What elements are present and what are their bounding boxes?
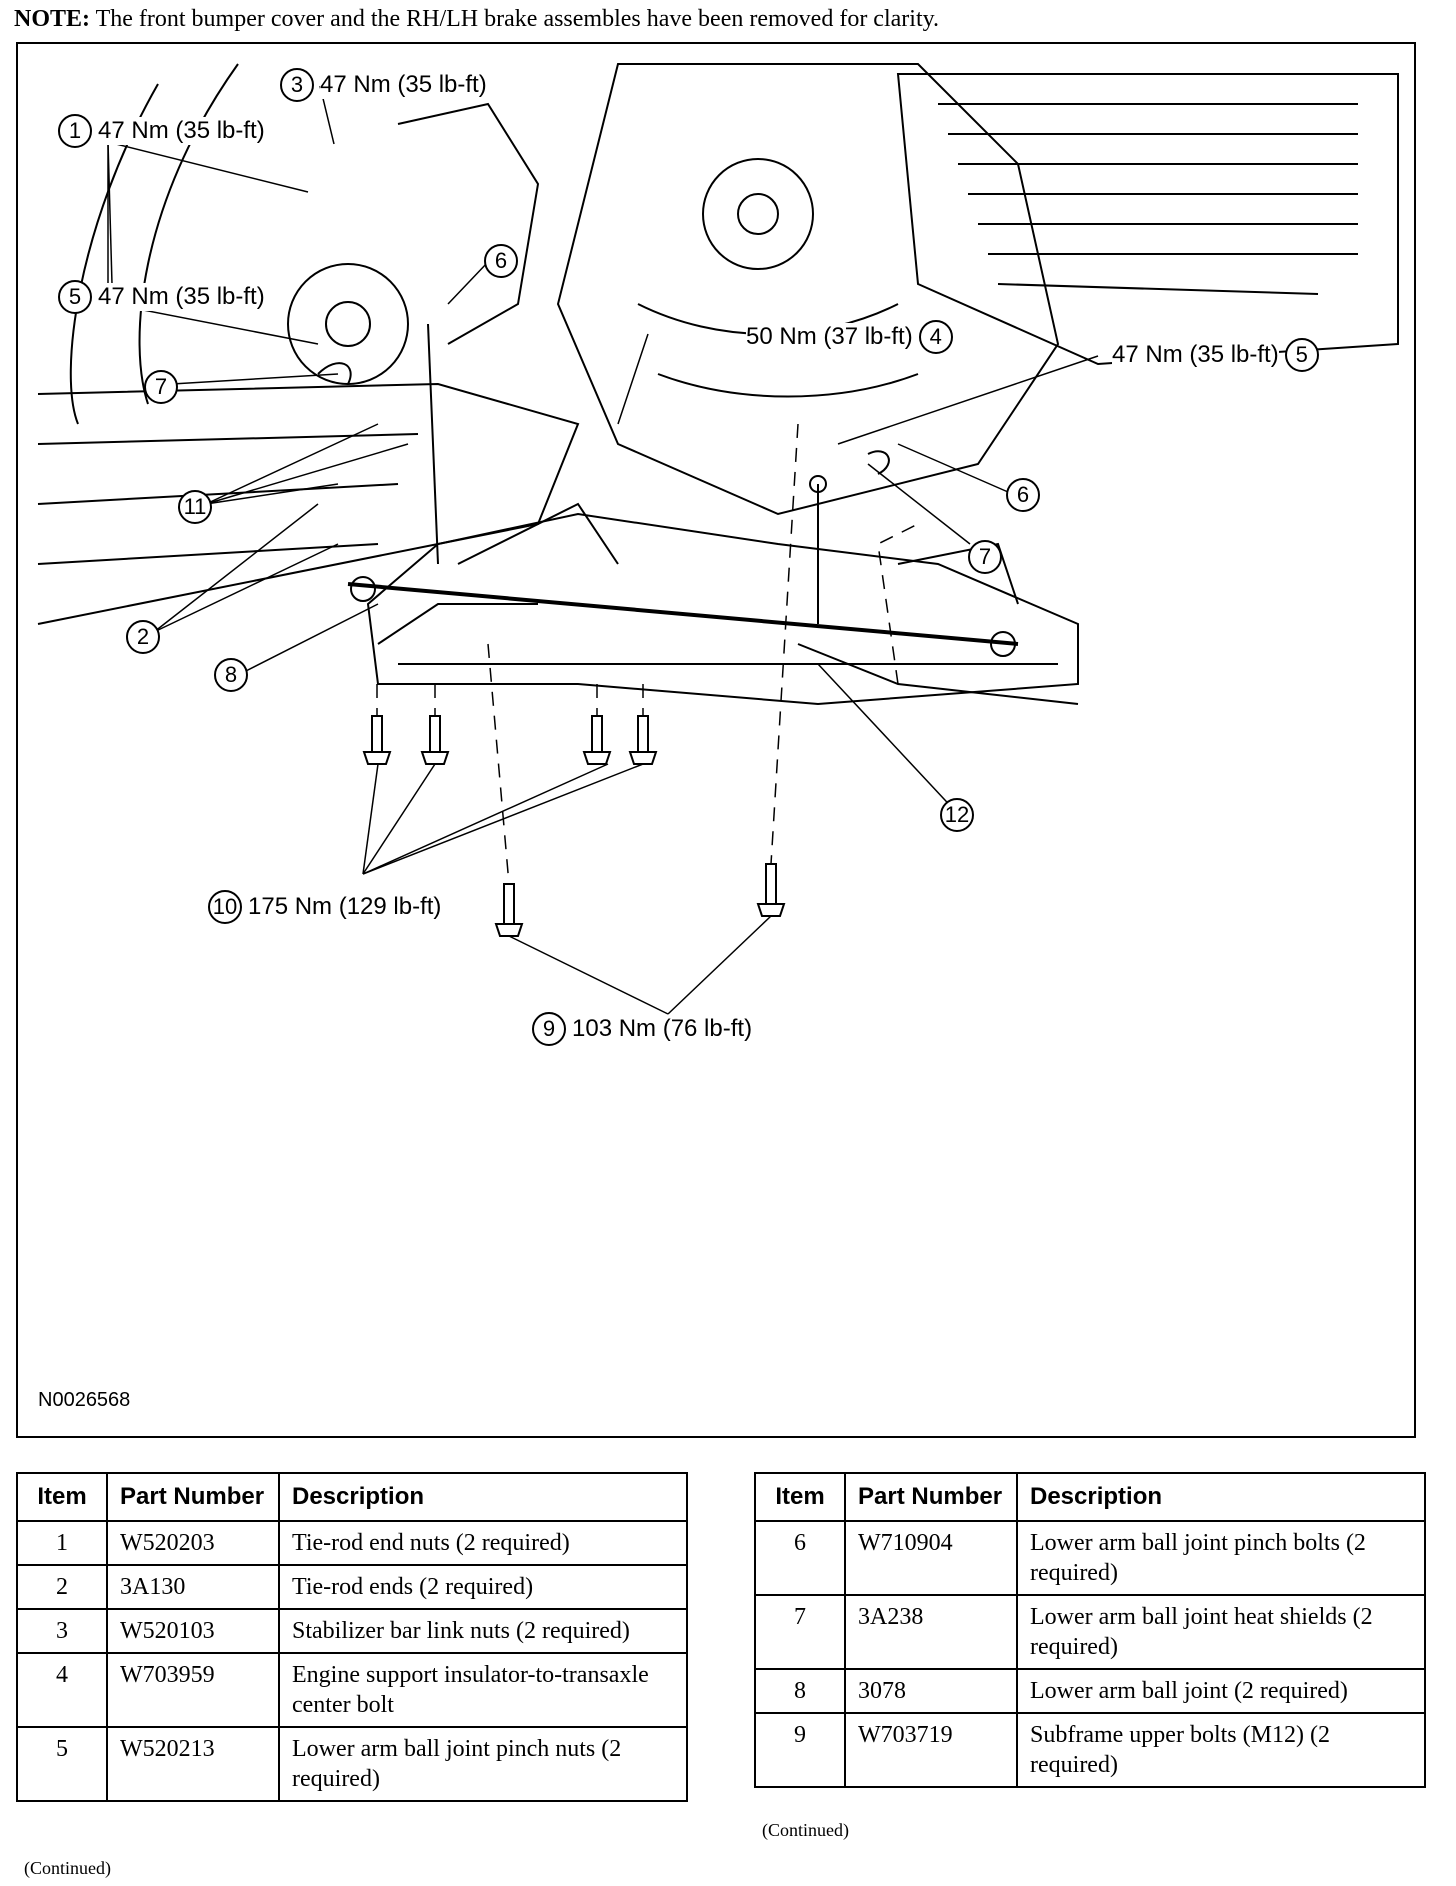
continued-right: (Continued)	[762, 1820, 849, 1840]
table-header-row: Item Part Number Description	[754, 1472, 1426, 1522]
part-number-cell: W703719	[844, 1712, 1018, 1788]
callout-number: 10	[208, 890, 242, 924]
callout-number: 5	[1284, 338, 1319, 372]
callout-torque: 47 Nm (35 lb-ft)	[1112, 341, 1279, 369]
header-item: Item	[754, 1472, 846, 1522]
note-label: NOTE:	[14, 6, 91, 32]
part-number-cell: 3A130	[106, 1564, 280, 1610]
callout-8: 8	[214, 658, 254, 692]
note: NOTE: The front bumper cover and the RH/…	[14, 6, 939, 33]
callout-7: 7	[144, 370, 184, 404]
description-cell: Lower arm ball joint pinch nuts (2 requi…	[278, 1726, 688, 1802]
callout-torque: 47 Nm (35 lb-ft)	[98, 283, 265, 311]
callout-number: 5	[58, 280, 92, 314]
description-cell: Stabilizer bar link nuts (2 required)	[278, 1608, 688, 1654]
table-header-row: Item Part Number Description	[16, 1472, 688, 1522]
callout-number: 4	[918, 320, 953, 354]
callout-torque: 103 Nm (76 lb-ft)	[572, 1015, 753, 1043]
header-part-number: Part Number	[106, 1472, 280, 1522]
item-cell: 9	[754, 1712, 846, 1788]
item-cell: 8	[754, 1668, 846, 1714]
part-number-cell: W703959	[106, 1652, 280, 1728]
left-rail	[37, 382, 580, 625]
callout-torque: 50 Nm (37 lb-ft)	[746, 323, 913, 351]
item-cell: 4	[16, 1652, 108, 1728]
callout-2: 2	[126, 620, 166, 654]
engine-outline	[556, 63, 1060, 516]
header-part-number: Part Number	[844, 1472, 1018, 1522]
lower-arm-left	[377, 603, 538, 645]
item-cell: 2	[16, 1564, 108, 1610]
continued-left: (Continued)	[24, 1858, 111, 1878]
callout-5: 47 Nm (35 lb-ft)5	[1112, 338, 1319, 372]
part-number-cell: W520103	[106, 1608, 280, 1654]
callout-number: 8	[214, 658, 248, 692]
header-description: Description	[1016, 1472, 1426, 1522]
callout-11: 11	[178, 490, 218, 524]
callout-6: 6	[484, 244, 524, 278]
item-cell: 3	[16, 1608, 108, 1654]
callout-torque: 47 Nm (35 lb-ft)	[98, 117, 265, 145]
item-cell: 6	[754, 1520, 846, 1596]
part-number-cell: 3A238	[844, 1594, 1018, 1670]
description-cell: Lower arm ball joint pinch bolts (2 requ…	[1016, 1520, 1426, 1596]
callout-torque: 175 Nm (129 lb-ft)	[248, 893, 442, 921]
callout-number: 7	[968, 540, 1002, 574]
header-item: Item	[16, 1472, 108, 1522]
subframe-bolts	[362, 715, 786, 937]
steering-rack	[347, 582, 1019, 646]
callout-number: 3	[280, 68, 314, 102]
callout-number: 6	[484, 244, 518, 278]
callout-number: 6	[1006, 478, 1040, 512]
callout-number: 12	[940, 798, 974, 832]
callout-torque: 47 Nm (35 lb-ft)	[320, 71, 487, 99]
description-cell: Lower arm ball joint heat shields (2 req…	[1016, 1594, 1426, 1670]
part-number-cell: W520203	[106, 1520, 280, 1566]
callout-number: 2	[126, 620, 160, 654]
description-cell: Lower arm ball joint (2 required)	[1016, 1668, 1426, 1714]
description-cell: Tie-rod end nuts (2 required)	[278, 1520, 688, 1566]
item-cell: 1	[16, 1520, 108, 1566]
part-number-cell: W520213	[106, 1726, 280, 1802]
callout-number: 9	[532, 1012, 566, 1046]
part-number-cell: W710904	[844, 1520, 1018, 1596]
radiator	[896, 73, 1399, 366]
callout-7: 7	[968, 540, 1008, 574]
description-cell: Subframe upper bolts (M12) (2 required)	[1016, 1712, 1426, 1788]
item-cell: 7	[754, 1594, 846, 1670]
subframe-illustration	[37, 63, 1399, 1015]
callout-4: 50 Nm (37 lb-ft)4	[746, 320, 953, 354]
callout-number: 1	[58, 114, 92, 148]
figure-id: N0026568	[38, 1389, 131, 1411]
stabilizer-link-left	[427, 323, 439, 565]
subframe	[366, 512, 1079, 706]
callout-12: 12	[940, 798, 980, 832]
description-cell: Tie-rod ends (2 required)	[278, 1564, 688, 1610]
note-text: The front bumper cover and the RH/LH bra…	[95, 6, 940, 32]
description-cell: Engine support insulator-to-transaxle ce…	[278, 1652, 688, 1728]
item-cell: 5	[16, 1726, 108, 1802]
callout-6: 6	[1006, 478, 1046, 512]
callout-number: 7	[144, 370, 178, 404]
callout-number: 11	[178, 490, 212, 524]
header-description: Description	[278, 1472, 688, 1522]
part-number-cell: 3078	[844, 1668, 1018, 1714]
